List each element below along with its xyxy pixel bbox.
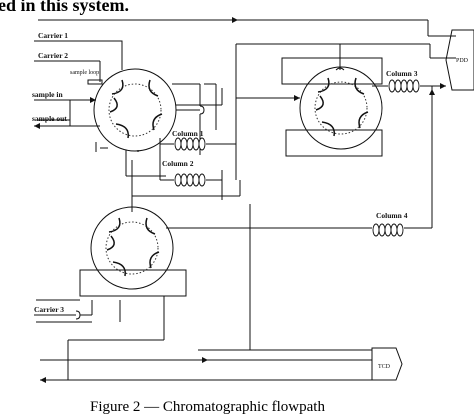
valve1 (93, 68, 177, 152)
column2 (160, 173, 222, 187)
carrier2-label: Carrier 2 (38, 51, 68, 60)
valve3-wiring (236, 95, 300, 101)
sample-loop-label: sample loop (70, 70, 99, 76)
sample-lines (34, 97, 100, 129)
valve3 (281, 57, 383, 157)
column1 (160, 137, 236, 151)
carrier3-label: Carrier 3 (34, 305, 64, 314)
valve1-wiring (95, 83, 223, 180)
valve2 (79, 206, 187, 297)
column3 (372, 79, 446, 228)
carrier1-label: Carrier 1 (38, 31, 68, 40)
column4-label: Column 4 (376, 211, 408, 220)
pdd-label: PDD (456, 58, 469, 64)
tcd-detector: TCD (371, 347, 403, 381)
carrier2-line (34, 60, 101, 82)
sample-loop (87, 79, 103, 85)
sample-in-label: sample in (32, 90, 63, 99)
figure-caption: Figure 2 — Chromatographic flowpath (90, 399, 325, 414)
column4 (166, 223, 432, 237)
column1-label: Column 1 (172, 129, 204, 138)
header-fragment: ed in this system. (0, 0, 129, 15)
column3-label: Column 3 (386, 69, 418, 78)
column2-to-valve2 (131, 160, 241, 212)
column2-label: Column 2 (162, 159, 194, 168)
tcd-label: TCD (378, 364, 391, 370)
carrier3-line (34, 204, 372, 383)
valve3-feed-line (235, 43, 456, 180)
carrier1-line (34, 17, 456, 70)
sample-out-label: sample out (32, 114, 67, 123)
pdd-detector: PDD (445, 29, 474, 91)
